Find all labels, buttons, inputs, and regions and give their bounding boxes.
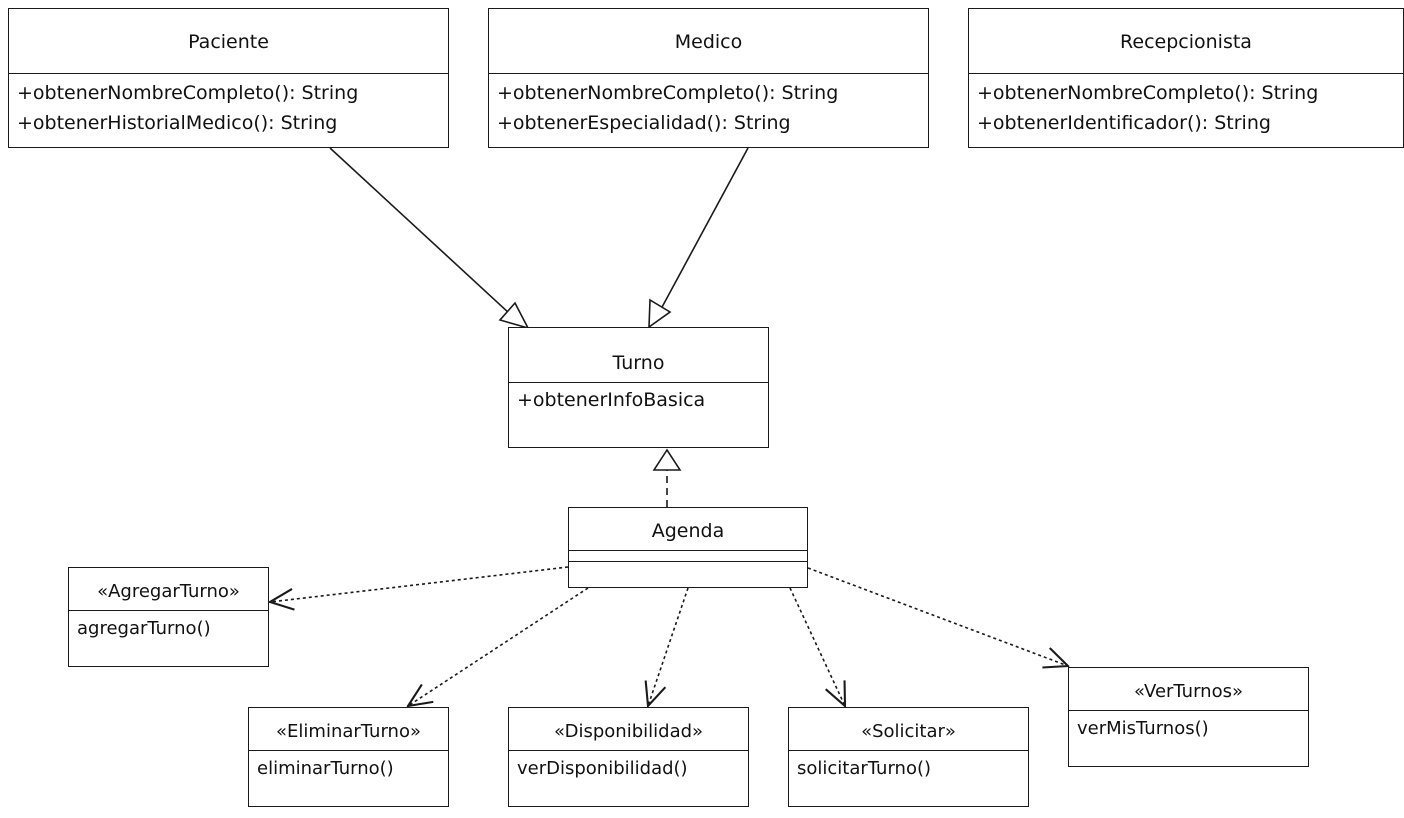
class-recepcionista[interactable]: Recepcionista +obtenerNombreCompleto(): … bbox=[968, 8, 1404, 148]
class-name: Agenda bbox=[651, 520, 725, 542]
operation: +obtenerNombreCompleto(): String bbox=[17, 82, 359, 104]
class-name: Medico bbox=[674, 31, 743, 53]
interface-disponibilidad[interactable]: «Disponibilidad» verDisponibilidad() bbox=[508, 707, 749, 807]
interface-eliminar-turno[interactable]: «EliminarTurno» eliminarTurno() bbox=[248, 707, 449, 807]
class-name: Recepcionista bbox=[1120, 31, 1252, 53]
class-agenda[interactable]: Agenda bbox=[568, 507, 808, 588]
interface-agregar-turno[interactable]: «AgregarTurno» agregarTurno() bbox=[68, 567, 269, 667]
operations-compartment: agregarTurno() bbox=[69, 610, 268, 641]
operations-compartment: verDisponibilidad() bbox=[509, 750, 748, 781]
operation: +obtenerEspecialidad(): String bbox=[497, 112, 791, 134]
dependency-solicitar bbox=[789, 587, 845, 706]
operations-compartment: solicitarTurno() bbox=[789, 750, 1028, 781]
operation: verDisponibilidad() bbox=[517, 758, 688, 779]
operation: +obtenerNombreCompleto(): String bbox=[977, 82, 1319, 104]
operation: solicitarTurno() bbox=[797, 758, 931, 779]
dependency-eliminar bbox=[408, 587, 589, 706]
operations-compartment: +obtenerNombreCompleto(): String +obtene… bbox=[489, 73, 928, 138]
class-name: Paciente bbox=[188, 31, 269, 53]
stereotype-label: «VerTurnos» bbox=[1134, 681, 1243, 702]
dependency-disponibilidad bbox=[648, 587, 689, 706]
operation: eliminarTurno() bbox=[257, 758, 394, 779]
stereotype-label: «Disponibilidad» bbox=[553, 721, 704, 742]
operations-compartment: eliminarTurno() bbox=[249, 750, 448, 781]
operations-compartment: verMisTurnos() bbox=[1069, 710, 1308, 741]
operation: verMisTurnos() bbox=[1077, 718, 1209, 739]
class-name: Turno bbox=[612, 352, 665, 374]
class-turno[interactable]: Turno +obtenerInfoBasica bbox=[508, 327, 769, 448]
class-medico[interactable]: Medico +obtenerNombreCompleto(): String … bbox=[488, 8, 929, 148]
stereotype-label: «Solicitar» bbox=[861, 721, 956, 742]
generalization-medico-turno bbox=[648, 147, 749, 329]
dependency-agregar bbox=[270, 566, 569, 602]
class-paciente[interactable]: Paciente +obtenerNombreCompleto(): Strin… bbox=[8, 8, 449, 148]
operation: +obtenerIdentificador(): String bbox=[977, 112, 1271, 134]
interface-ver-turnos[interactable]: «VerTurnos» verMisTurnos() bbox=[1068, 667, 1309, 767]
realization-agenda-turno bbox=[652, 448, 682, 507]
operations-compartment bbox=[569, 561, 807, 562]
interface-solicitar[interactable]: «Solicitar» solicitarTurno() bbox=[788, 707, 1029, 807]
operation: agregarTurno() bbox=[77, 618, 211, 639]
operation: +obtenerHistorialMedico(): String bbox=[17, 112, 338, 134]
operations-compartment: +obtenerNombreCompleto(): String +obtene… bbox=[9, 73, 448, 138]
attributes-compartment bbox=[569, 550, 807, 561]
stereotype-label: «EliminarTurno» bbox=[276, 721, 421, 742]
dependency-verturnos bbox=[807, 567, 1068, 666]
operation: +obtenerInfoBasica bbox=[517, 389, 706, 411]
operations-compartment: +obtenerInfoBasica bbox=[509, 382, 768, 413]
stereotype-label: «AgregarTurno» bbox=[97, 581, 240, 602]
generalization-paciente-turno bbox=[329, 147, 530, 330]
operation: +obtenerNombreCompleto(): String bbox=[497, 82, 839, 104]
operations-compartment: +obtenerNombreCompleto(): String +obtene… bbox=[969, 73, 1403, 138]
